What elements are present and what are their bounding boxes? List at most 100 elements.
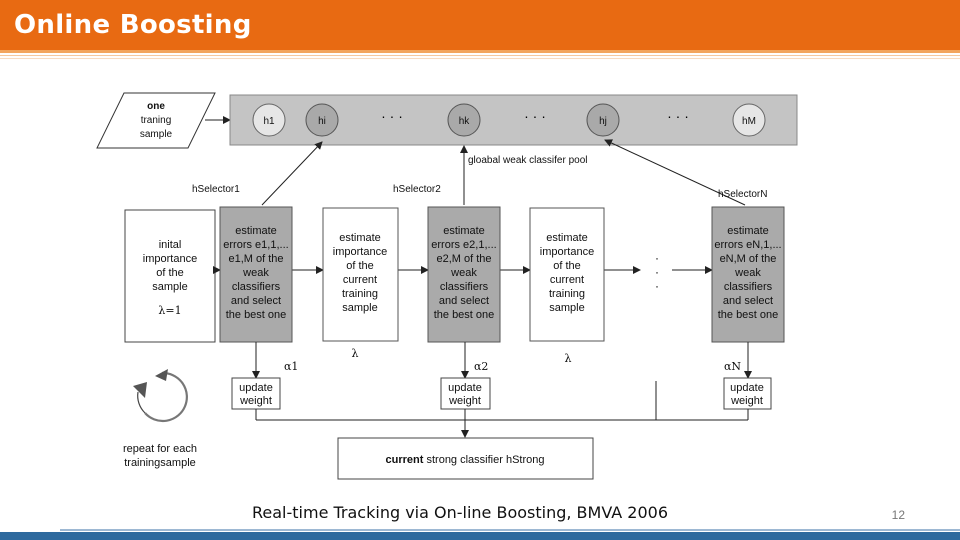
importance-text-2: estimate importance of the current train… bbox=[540, 232, 594, 314]
svg-text:current: current bbox=[343, 274, 377, 286]
svg-text:of the: of the bbox=[346, 260, 374, 272]
citation-caption: Real-time Tracking via On-line Boosting,… bbox=[252, 503, 668, 522]
init-line-4: sample bbox=[152, 281, 187, 293]
importance-box-1 bbox=[322, 207, 399, 342]
selector-label-1: hSelector1 bbox=[192, 184, 240, 195]
svg-text:errors e2,1,...: errors e2,1,... bbox=[431, 239, 496, 251]
header-stripe-thin bbox=[0, 55, 960, 56]
init-line-1: inital bbox=[159, 239, 182, 251]
pool-label: gloabal weak classifer pool bbox=[468, 155, 588, 166]
estimate-errors-box-2 bbox=[427, 206, 501, 343]
svg-text:estimate: estimate bbox=[727, 225, 769, 237]
svg-text:and select: and select bbox=[231, 295, 281, 307]
footer-line bbox=[60, 529, 960, 531]
header-stripe-faint bbox=[0, 58, 960, 59]
estimate-errors-text-2: estimate errors e2,1,... e2,M of the wea… bbox=[431, 225, 496, 321]
estimate-errors-text-n: estimate errors eN,1,... eN,M of the wea… bbox=[714, 225, 781, 321]
alpha-label-2: α2 bbox=[474, 360, 488, 373]
importance-box-2 bbox=[529, 207, 605, 342]
update-weight-box-1 bbox=[231, 377, 281, 410]
update-line-2b: weight bbox=[448, 395, 481, 407]
row-ellipsis-3: · bbox=[655, 279, 659, 293]
svg-text:weak: weak bbox=[242, 267, 269, 279]
estimate-errors-box-n bbox=[711, 206, 785, 343]
svg-text:eN,M of the: eN,M of the bbox=[720, 253, 777, 265]
footer-bar bbox=[0, 532, 960, 540]
title-bar: Online Boosting bbox=[0, 0, 960, 50]
importance-text-1: estimate importance of the current train… bbox=[333, 232, 387, 314]
pool-node-h1: h1 bbox=[252, 103, 286, 137]
svg-text:classifiers: classifiers bbox=[724, 281, 773, 293]
update-line-2a: update bbox=[448, 382, 482, 394]
svg-text:and select: and select bbox=[439, 295, 489, 307]
svg-text:training: training bbox=[342, 288, 378, 300]
selector-label-n: hSelectorN bbox=[718, 189, 767, 200]
slide-title: Online Boosting bbox=[14, 10, 252, 40]
input-sample-shape bbox=[96, 92, 216, 149]
lambda-label-2: λ bbox=[565, 352, 572, 365]
pool-node-hi: hi bbox=[305, 103, 339, 137]
input-label-2: traning bbox=[141, 115, 172, 126]
combine-connectors bbox=[255, 381, 749, 438]
strong-classifier-box bbox=[337, 437, 594, 480]
pool-node-hk: hk bbox=[447, 103, 481, 137]
update-weight-box-2 bbox=[440, 377, 491, 410]
svg-text:weak: weak bbox=[450, 267, 477, 279]
svg-text:classifiers: classifiers bbox=[232, 281, 281, 293]
init-lambda: λ=1 bbox=[158, 304, 181, 317]
svg-text:h1: h1 bbox=[263, 116, 275, 127]
update-line-nb: weight bbox=[730, 395, 763, 407]
svg-text:current: current bbox=[550, 274, 584, 286]
row-ellipsis: · bbox=[655, 251, 659, 265]
page-number: 12 bbox=[891, 508, 905, 522]
input-label-3: sample bbox=[140, 129, 173, 140]
update-line-1b: weight bbox=[239, 395, 272, 407]
svg-text:the best one: the best one bbox=[226, 309, 287, 321]
init-line-3: of the bbox=[156, 267, 184, 279]
repeat-cycle-icon bbox=[133, 369, 188, 423]
svg-text:and select: and select bbox=[723, 295, 773, 307]
init-line-2: importance bbox=[143, 253, 197, 265]
svg-text:estimate: estimate bbox=[339, 232, 381, 244]
row-ellipsis-2: · bbox=[655, 265, 659, 279]
svg-text:errors eN,1,...: errors eN,1,... bbox=[714, 239, 781, 251]
svg-text:hM: hM bbox=[742, 116, 756, 127]
pool-node-hM: hM bbox=[732, 103, 766, 137]
svg-text:importance: importance bbox=[540, 246, 594, 258]
svg-text:the best one: the best one bbox=[434, 309, 495, 321]
svg-text:errors e1,1,...: errors e1,1,... bbox=[223, 239, 288, 251]
svg-text:weak: weak bbox=[734, 267, 761, 279]
header-stripe bbox=[0, 50, 960, 53]
svg-text:the best one: the best one bbox=[718, 309, 779, 321]
svg-text:hi: hi bbox=[318, 116, 326, 127]
input-label-1: one bbox=[147, 101, 165, 112]
update-line-1a: update bbox=[239, 382, 273, 394]
alpha-label-n: αN bbox=[724, 360, 741, 373]
svg-text:sample: sample bbox=[549, 302, 584, 314]
svg-text:e2,M of the: e2,M of the bbox=[436, 253, 491, 265]
svg-text:hj: hj bbox=[599, 116, 607, 127]
svg-text:training: training bbox=[549, 288, 585, 300]
svg-text:e1,M of the: e1,M of the bbox=[228, 253, 283, 265]
lambda-label-1: λ bbox=[352, 347, 359, 360]
estimate-errors-box-1 bbox=[219, 206, 293, 343]
selector-label-2: hSelector2 bbox=[393, 184, 441, 195]
update-weight-box-n bbox=[723, 377, 772, 410]
alpha-label-1: α1 bbox=[284, 360, 298, 373]
pool-ellipsis-1: · · · bbox=[381, 108, 403, 124]
svg-text:estimate: estimate bbox=[443, 225, 485, 237]
pool-ellipsis-3: · · · bbox=[667, 108, 689, 124]
svg-text:sample: sample bbox=[342, 302, 377, 314]
repeat-line-2: trainingsample bbox=[124, 457, 196, 469]
svg-text:hk: hk bbox=[459, 116, 471, 127]
pool-node-hj: hj bbox=[586, 103, 620, 137]
repeat-line-1: repeat for each bbox=[123, 443, 197, 455]
selector-arrow-n bbox=[604, 139, 746, 206]
svg-text:importance: importance bbox=[333, 246, 387, 258]
svg-text:of the: of the bbox=[553, 260, 581, 272]
estimate-errors-text-1: estimate errors e1,1,... e1,M of the wea… bbox=[223, 225, 288, 321]
initial-importance-box bbox=[124, 209, 216, 343]
pool-ellipsis-2: · · · bbox=[524, 108, 546, 124]
svg-text:estimate: estimate bbox=[546, 232, 588, 244]
